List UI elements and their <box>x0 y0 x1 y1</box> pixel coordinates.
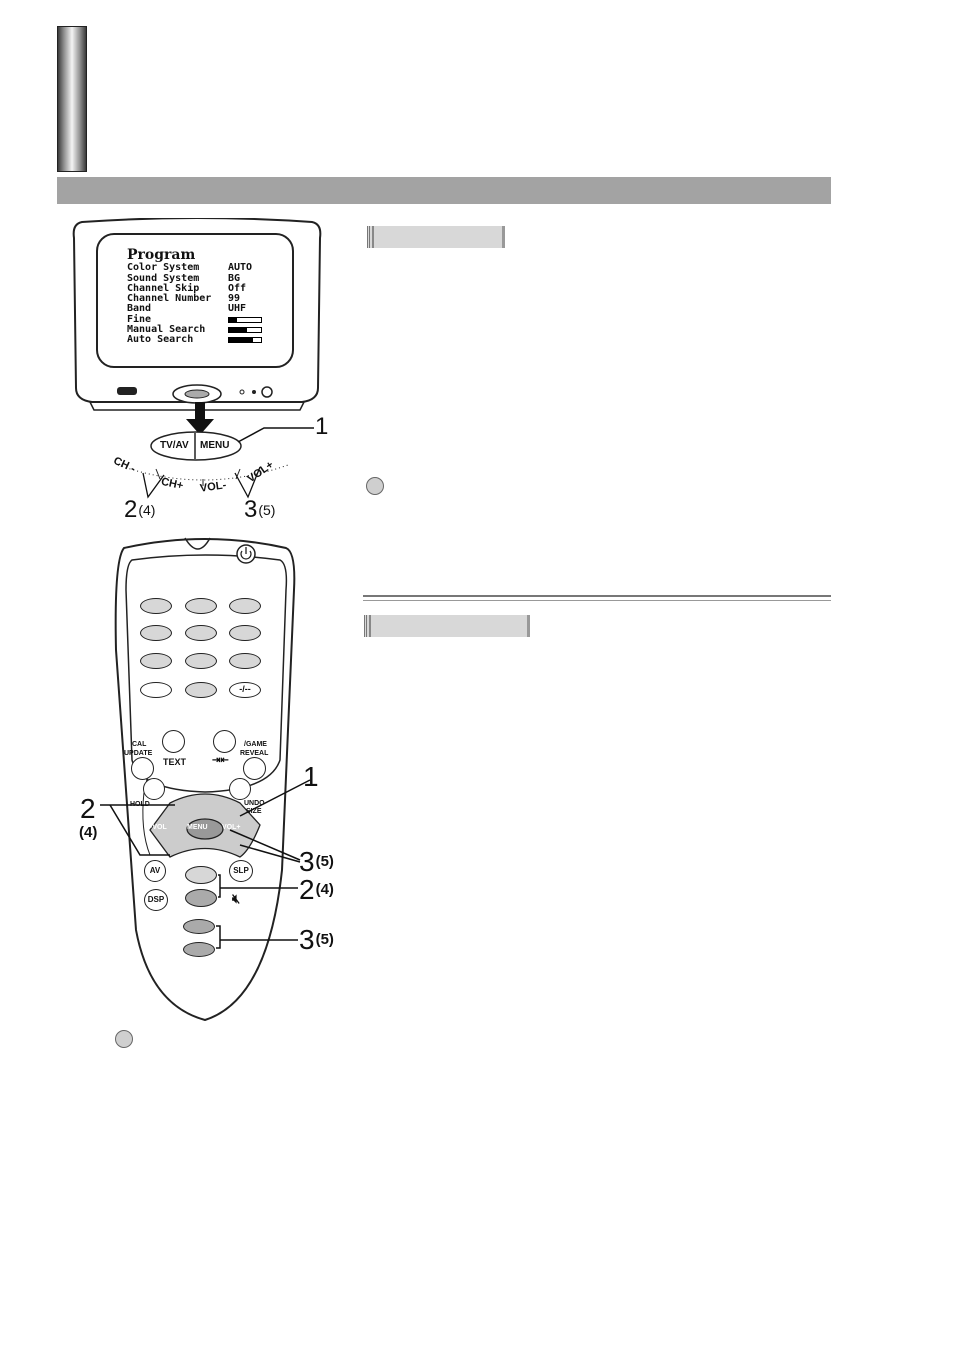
remote-callout-lines <box>100 779 311 949</box>
osd-row-value: BG <box>228 272 241 284</box>
vol-minus-button[interactable]: -VOL <box>150 824 167 831</box>
note-icon <box>366 477 384 495</box>
osd-row-label: Band <box>127 303 152 315</box>
update-label: UPDATE <box>124 750 153 757</box>
osd-bar-row: Auto Search <box>127 335 262 345</box>
osd-row-label: Channel Number <box>127 293 212 305</box>
av-button[interactable]: AV <box>144 860 166 882</box>
fine-level-bar <box>228 316 262 323</box>
osd-bar-row: Fine <box>127 313 262 325</box>
digit-9-button[interactable] <box>229 653 261 669</box>
step-number-1: 1 <box>315 413 329 440</box>
osd-row-label: Channel Skip <box>127 282 200 294</box>
chapter-side-tab <box>57 26 87 172</box>
volume-up-button[interactable] <box>183 919 215 934</box>
osd-row-value: Off <box>228 282 247 294</box>
mute-icon[interactable]: 🔇︎ <box>232 891 241 906</box>
dash-button[interactable]: -/-- <box>229 682 261 698</box>
remote-step-4-label: (4) <box>79 824 98 841</box>
remote-step-2: 2 <box>80 793 96 824</box>
auto-search-bar <box>228 337 262 344</box>
recall-button[interactable] <box>140 682 172 698</box>
remote-keypad: -/-- <box>140 598 265 702</box>
osd-row: Band UHF <box>127 303 262 315</box>
reveal-button[interactable] <box>243 757 266 780</box>
step-number-2: 2(4) <box>124 496 156 523</box>
section-header-bar <box>57 177 831 204</box>
tv-av-button-label[interactable]: TV/AV <box>160 440 189 451</box>
undo-label: UNDO <box>244 800 265 807</box>
note-icon <box>115 1030 133 1048</box>
digit-6-button[interactable] <box>229 625 261 641</box>
sleep-button[interactable]: SLP <box>229 860 253 882</box>
tv-menu-button-label[interactable]: MENU <box>200 440 230 451</box>
game-label: /GAME <box>244 741 267 748</box>
menu-button[interactable]: MENU <box>187 824 208 831</box>
update-button[interactable] <box>131 757 154 780</box>
size-label: SIZE <box>246 808 262 815</box>
digit-4-button[interactable] <box>140 625 172 641</box>
osd-title: Program <box>127 247 196 263</box>
digit-1-button[interactable] <box>140 598 172 614</box>
remote-step-3b: 3(5) <box>299 924 334 955</box>
osd-row-label: Fine <box>127 313 152 325</box>
text-button[interactable] <box>162 730 185 753</box>
arrow-down-icon <box>186 402 214 435</box>
osd-bar-row: Manual Search <box>127 324 262 336</box>
digit-7-button[interactable] <box>140 653 172 669</box>
callout-line <box>237 427 314 443</box>
tv-control-panel: TV/AV MENU <box>150 431 242 461</box>
digit-2-button[interactable] <box>185 598 217 614</box>
channel-down-button[interactable] <box>185 889 217 907</box>
osd-row-value: 99 <box>228 293 241 305</box>
section-tab-1 <box>367 226 505 248</box>
channel-up-button[interactable] <box>185 866 217 884</box>
display-button[interactable]: DSP <box>144 889 168 911</box>
cal-label: CAL <box>132 741 147 748</box>
osd-row: Sound System BG <box>127 272 262 284</box>
osd-row-label: Manual Search <box>127 324 206 336</box>
osd-row: Color System AUTO <box>127 262 262 274</box>
digit-0-button[interactable] <box>185 682 217 698</box>
size-button[interactable] <box>229 778 251 800</box>
mix-icon: ⇥⇤ <box>212 755 229 766</box>
digit-8-button[interactable] <box>185 653 217 669</box>
osd-row-label: Sound System <box>127 272 200 284</box>
section-tab-2 <box>364 615 530 637</box>
step-number-3: 3(5) <box>244 496 276 523</box>
tv-button-arc <box>117 464 289 499</box>
hold-button[interactable] <box>143 778 165 800</box>
mix-button[interactable] <box>213 730 236 753</box>
remote-step-2b: 2(4) <box>299 874 334 905</box>
vol-plus-button[interactable]: VOL+ <box>222 824 241 831</box>
section-divider <box>363 595 831 601</box>
osd-row-value: UHF <box>228 303 247 315</box>
digit-3-button[interactable] <box>229 598 261 614</box>
osd-row: Channel Skip Off <box>127 282 262 294</box>
reveal-label: REVEAL <box>240 750 269 757</box>
text-button-label: TEXT <box>163 757 187 767</box>
digit-5-button[interactable] <box>185 625 217 641</box>
volume-down-button[interactable] <box>183 942 215 957</box>
osd-row: Channel Number 99 <box>127 293 262 305</box>
osd-row-label: Auto Search <box>127 334 194 346</box>
manual-search-bar <box>228 327 262 334</box>
remote-step-3: 3(5) <box>299 846 334 877</box>
osd-row-value: AUTO <box>228 262 253 274</box>
osd-row-label: Color System <box>127 262 200 274</box>
remote-step-1: 1 <box>303 761 319 792</box>
